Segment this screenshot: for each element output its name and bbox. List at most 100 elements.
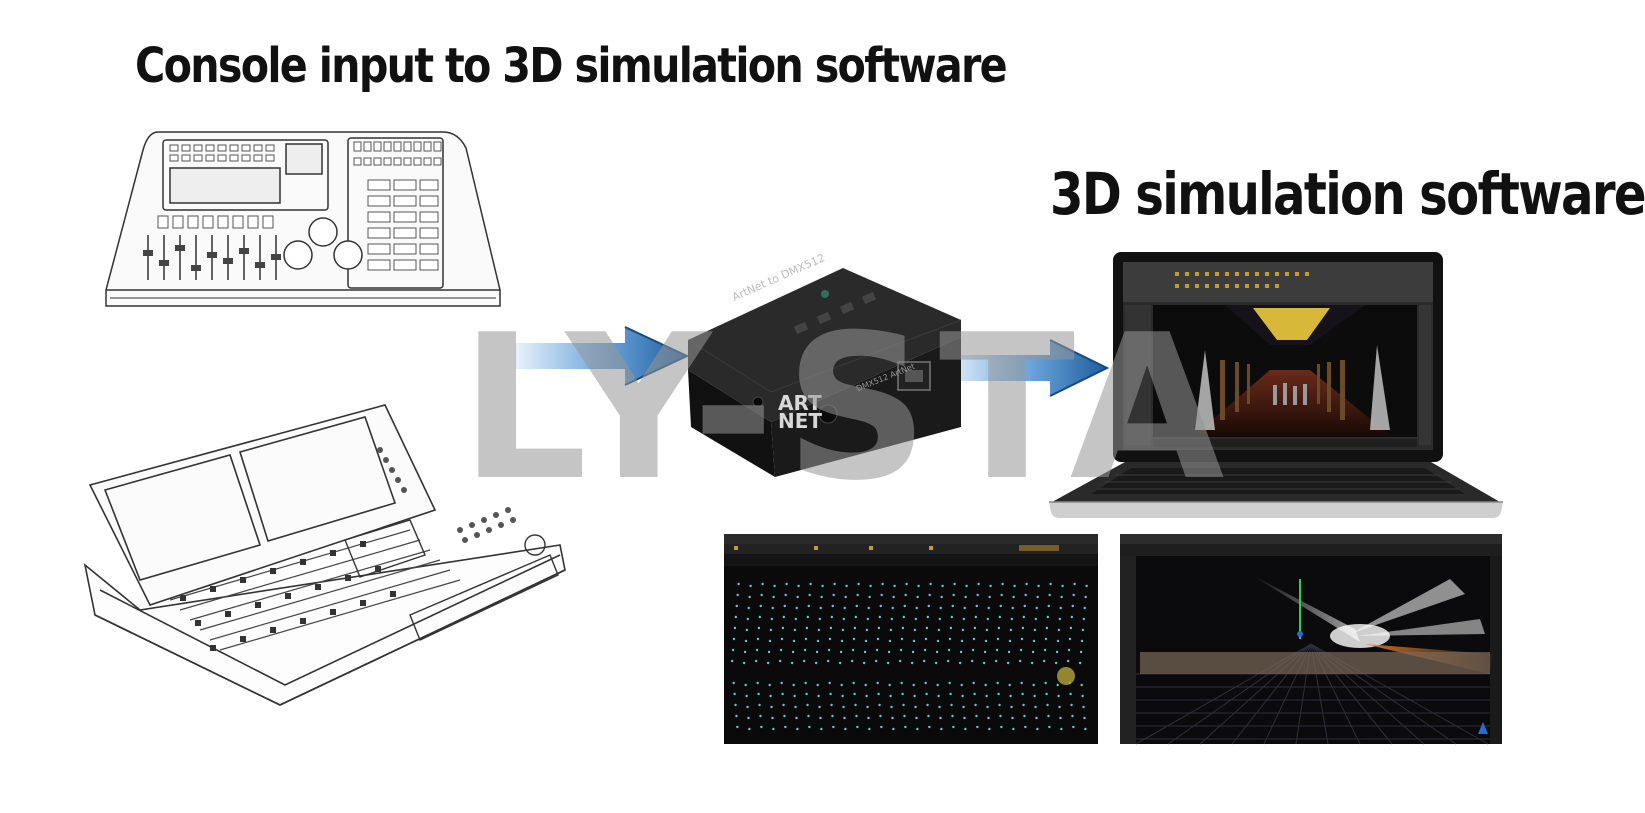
fixture-dot xyxy=(988,727,991,731)
fixture-dot xyxy=(781,626,785,630)
fixture-dot xyxy=(996,637,1000,641)
fixture-dot xyxy=(1030,661,1034,665)
fixture-dot xyxy=(735,604,738,608)
fixture-dot xyxy=(862,661,866,665)
fixture-dot xyxy=(758,615,762,619)
fixture-dot xyxy=(880,593,883,597)
fixture-dot xyxy=(917,584,920,588)
fixture-dot xyxy=(1048,725,1051,729)
fixture-dot xyxy=(1020,637,1024,641)
fixture-dot xyxy=(963,606,966,610)
fixture-dot xyxy=(842,705,845,709)
fixture-dot xyxy=(958,661,962,665)
fixture-dot xyxy=(1033,694,1036,698)
fixture-dot xyxy=(985,694,988,698)
fixture-dot xyxy=(748,595,751,599)
fixture-dot xyxy=(989,584,992,588)
fixture-dot xyxy=(974,615,978,619)
fixture-dot xyxy=(924,681,927,685)
fixture-dot xyxy=(866,617,870,621)
fixture-dot xyxy=(735,714,738,718)
fixture-dot xyxy=(913,694,916,698)
fixture-dot xyxy=(1009,628,1013,632)
fixture-dot xyxy=(971,648,975,652)
fixture-dot xyxy=(922,659,926,663)
fixture-dot xyxy=(940,595,943,599)
fixture-dot xyxy=(759,604,762,608)
fixture-dot xyxy=(914,617,918,621)
fixture-dot xyxy=(901,626,905,630)
fixture-dot xyxy=(1081,628,1085,632)
fixture-dot xyxy=(844,727,847,731)
fixture-dot xyxy=(747,716,750,720)
fixture-dot xyxy=(904,593,907,597)
fixture-dot xyxy=(974,703,977,707)
fixture-dot xyxy=(819,716,822,720)
fixture-dot xyxy=(1054,661,1058,665)
fixture-dot xyxy=(881,582,884,586)
fixture-dot xyxy=(913,628,917,632)
fixture-dot xyxy=(1082,617,1086,621)
fixture-dot xyxy=(780,681,783,685)
fixture-dot xyxy=(1024,725,1027,729)
fixture-dot xyxy=(975,604,978,608)
fixture-dot xyxy=(828,637,832,641)
fixture-dot xyxy=(948,637,952,641)
fixture-dot xyxy=(1056,639,1060,643)
fixture-dot xyxy=(916,595,919,599)
console-input-heading: Console input to 3D simulation software xyxy=(135,38,1008,94)
fixture-dot xyxy=(975,714,978,718)
fixture-dot xyxy=(1057,694,1060,698)
fixture-dot xyxy=(766,661,770,665)
fixture-dot xyxy=(888,639,892,643)
fixture-dot xyxy=(1084,595,1087,599)
fixture-dot xyxy=(817,694,820,698)
fixture-dot xyxy=(986,705,989,709)
fixture-dot xyxy=(1047,604,1050,608)
fixture-dot xyxy=(1058,617,1062,621)
fixture-dot xyxy=(928,725,931,729)
fixture-dot xyxy=(864,639,868,643)
fixture-dot xyxy=(1071,604,1074,608)
fixture-dot xyxy=(856,725,859,729)
fixture-dot xyxy=(1066,659,1070,663)
fixture-dot xyxy=(892,595,895,599)
fixture-dot xyxy=(1023,714,1026,718)
fixture-dot xyxy=(1033,628,1037,632)
fixture-dot xyxy=(1018,659,1022,663)
fixture-dot xyxy=(803,648,807,652)
fixture-dot xyxy=(771,716,774,720)
fixture-dot xyxy=(1008,639,1012,643)
fixture-dot xyxy=(1013,584,1016,588)
fixture-dot xyxy=(1069,692,1072,696)
fixture-dot xyxy=(867,606,870,610)
fixture-dot xyxy=(1048,593,1051,597)
fixture-dot xyxy=(923,648,927,652)
fixture-dot xyxy=(962,617,966,621)
fixture-dot xyxy=(736,725,739,729)
fixture-dot xyxy=(783,714,786,718)
fixture-dot xyxy=(1020,681,1023,685)
fixture-dot xyxy=(1073,582,1076,586)
fixture-dot xyxy=(758,703,761,707)
fixture-dot xyxy=(877,626,881,630)
fixture-dot xyxy=(1049,582,1052,586)
fixture-dot xyxy=(999,604,1002,608)
fixture-dot xyxy=(1021,626,1025,630)
fixture-dot xyxy=(1079,650,1083,654)
fixture-dot xyxy=(1058,705,1061,709)
fixture-dot xyxy=(770,705,773,709)
fixture-dot xyxy=(853,626,857,630)
fixture-dot xyxy=(905,582,908,586)
flow-arrow xyxy=(945,339,1110,397)
fixture-dot xyxy=(901,692,904,696)
fixture-dot xyxy=(819,606,822,610)
fixture-dot xyxy=(756,681,759,685)
fixture-dot xyxy=(984,639,988,643)
fixture-dot xyxy=(1035,606,1038,610)
fixture-dot xyxy=(961,628,965,632)
fixture-dot xyxy=(1008,683,1011,687)
fixture-dot xyxy=(869,584,872,588)
fixture-dot xyxy=(962,705,965,709)
fixture-dot xyxy=(887,650,891,654)
